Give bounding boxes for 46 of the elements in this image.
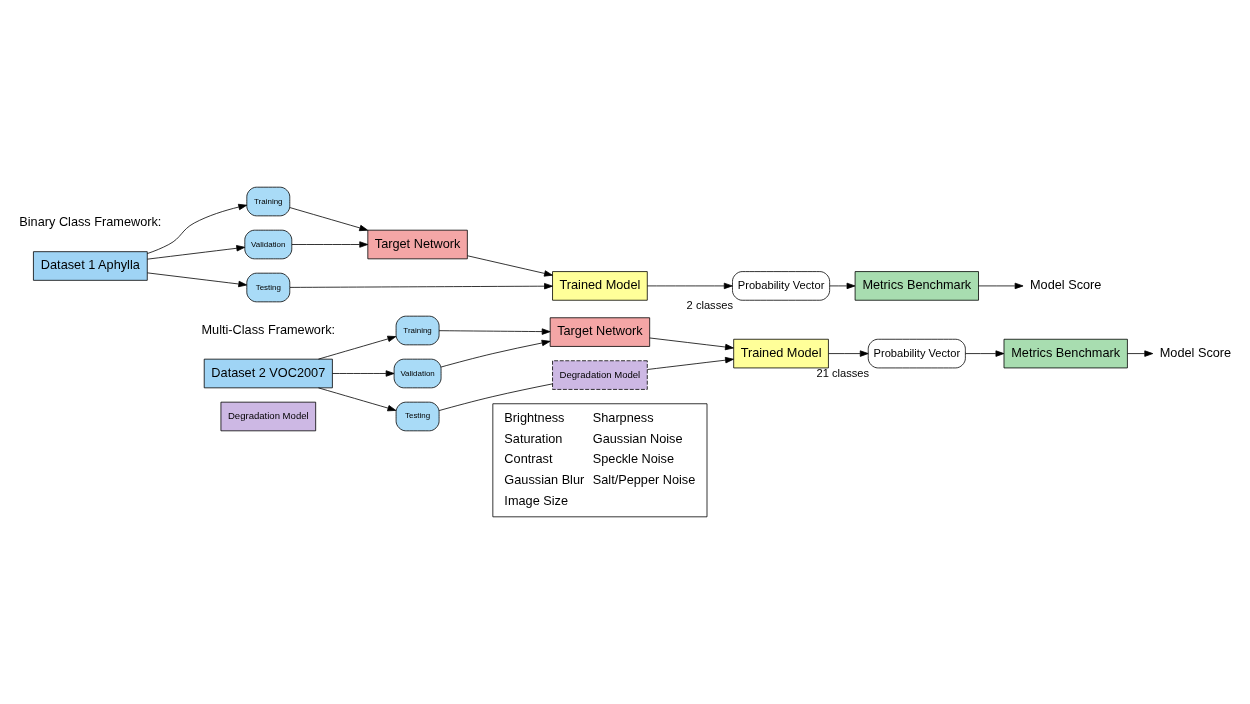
node-box: Dataset 2 VOC2007 [203,358,333,389]
arrow [147,203,248,254]
node-box: Metrics Benchmark [1003,338,1128,369]
arrow [978,282,1024,290]
arrow [467,255,553,277]
node-box: Degradation Model [220,401,317,432]
node-label: 2 classes [686,299,733,312]
node-box: Probability Vector [867,338,966,369]
arrow [649,337,734,351]
arrow [332,370,395,377]
node-box: Target Network [367,229,468,260]
node-box: Target Network [549,317,651,347]
node-box: Trained Model [733,338,829,369]
arrow [147,245,246,260]
node-text: Model Score [1030,276,1102,292]
arrow [829,282,856,290]
node-box: Brightness Sharpness Saturation Gaussian Noise Contrast Speckle Noise Gaussian Blur Salt/Pepper Noise Image Size [492,403,708,518]
connector [438,383,553,411]
arrow [291,241,369,248]
node-label: 21 classes [816,366,870,379]
label: Binary Class Framework: [19,214,162,230]
node-box: Training [395,315,440,346]
arrow [318,335,397,360]
arrow [318,387,397,412]
arrow [647,282,733,290]
node-box: Testing [395,401,440,432]
node-box: Validation [244,229,293,260]
node-box: Probability Vector [732,271,831,301]
arrow [147,272,248,288]
node-text: Model Score [1159,344,1232,360]
node-box: Validation [393,358,442,389]
node-box: Metrics Benchmark [854,271,979,301]
arrow [438,328,551,335]
arrow [440,339,551,368]
arrow [647,356,734,370]
arrow [1127,350,1154,357]
arrow [289,207,369,232]
arrow [289,283,553,290]
node-box: Dataset 1 Aphylla [33,251,148,281]
node-box: Trained Model [552,271,648,301]
arrow [828,350,869,357]
label: Multi-Class Framework: [201,321,336,337]
node-box: Testing [246,272,291,303]
node-box: Degradation Model [552,360,648,390]
arrow [965,350,1005,357]
node-box: Training [246,186,291,217]
